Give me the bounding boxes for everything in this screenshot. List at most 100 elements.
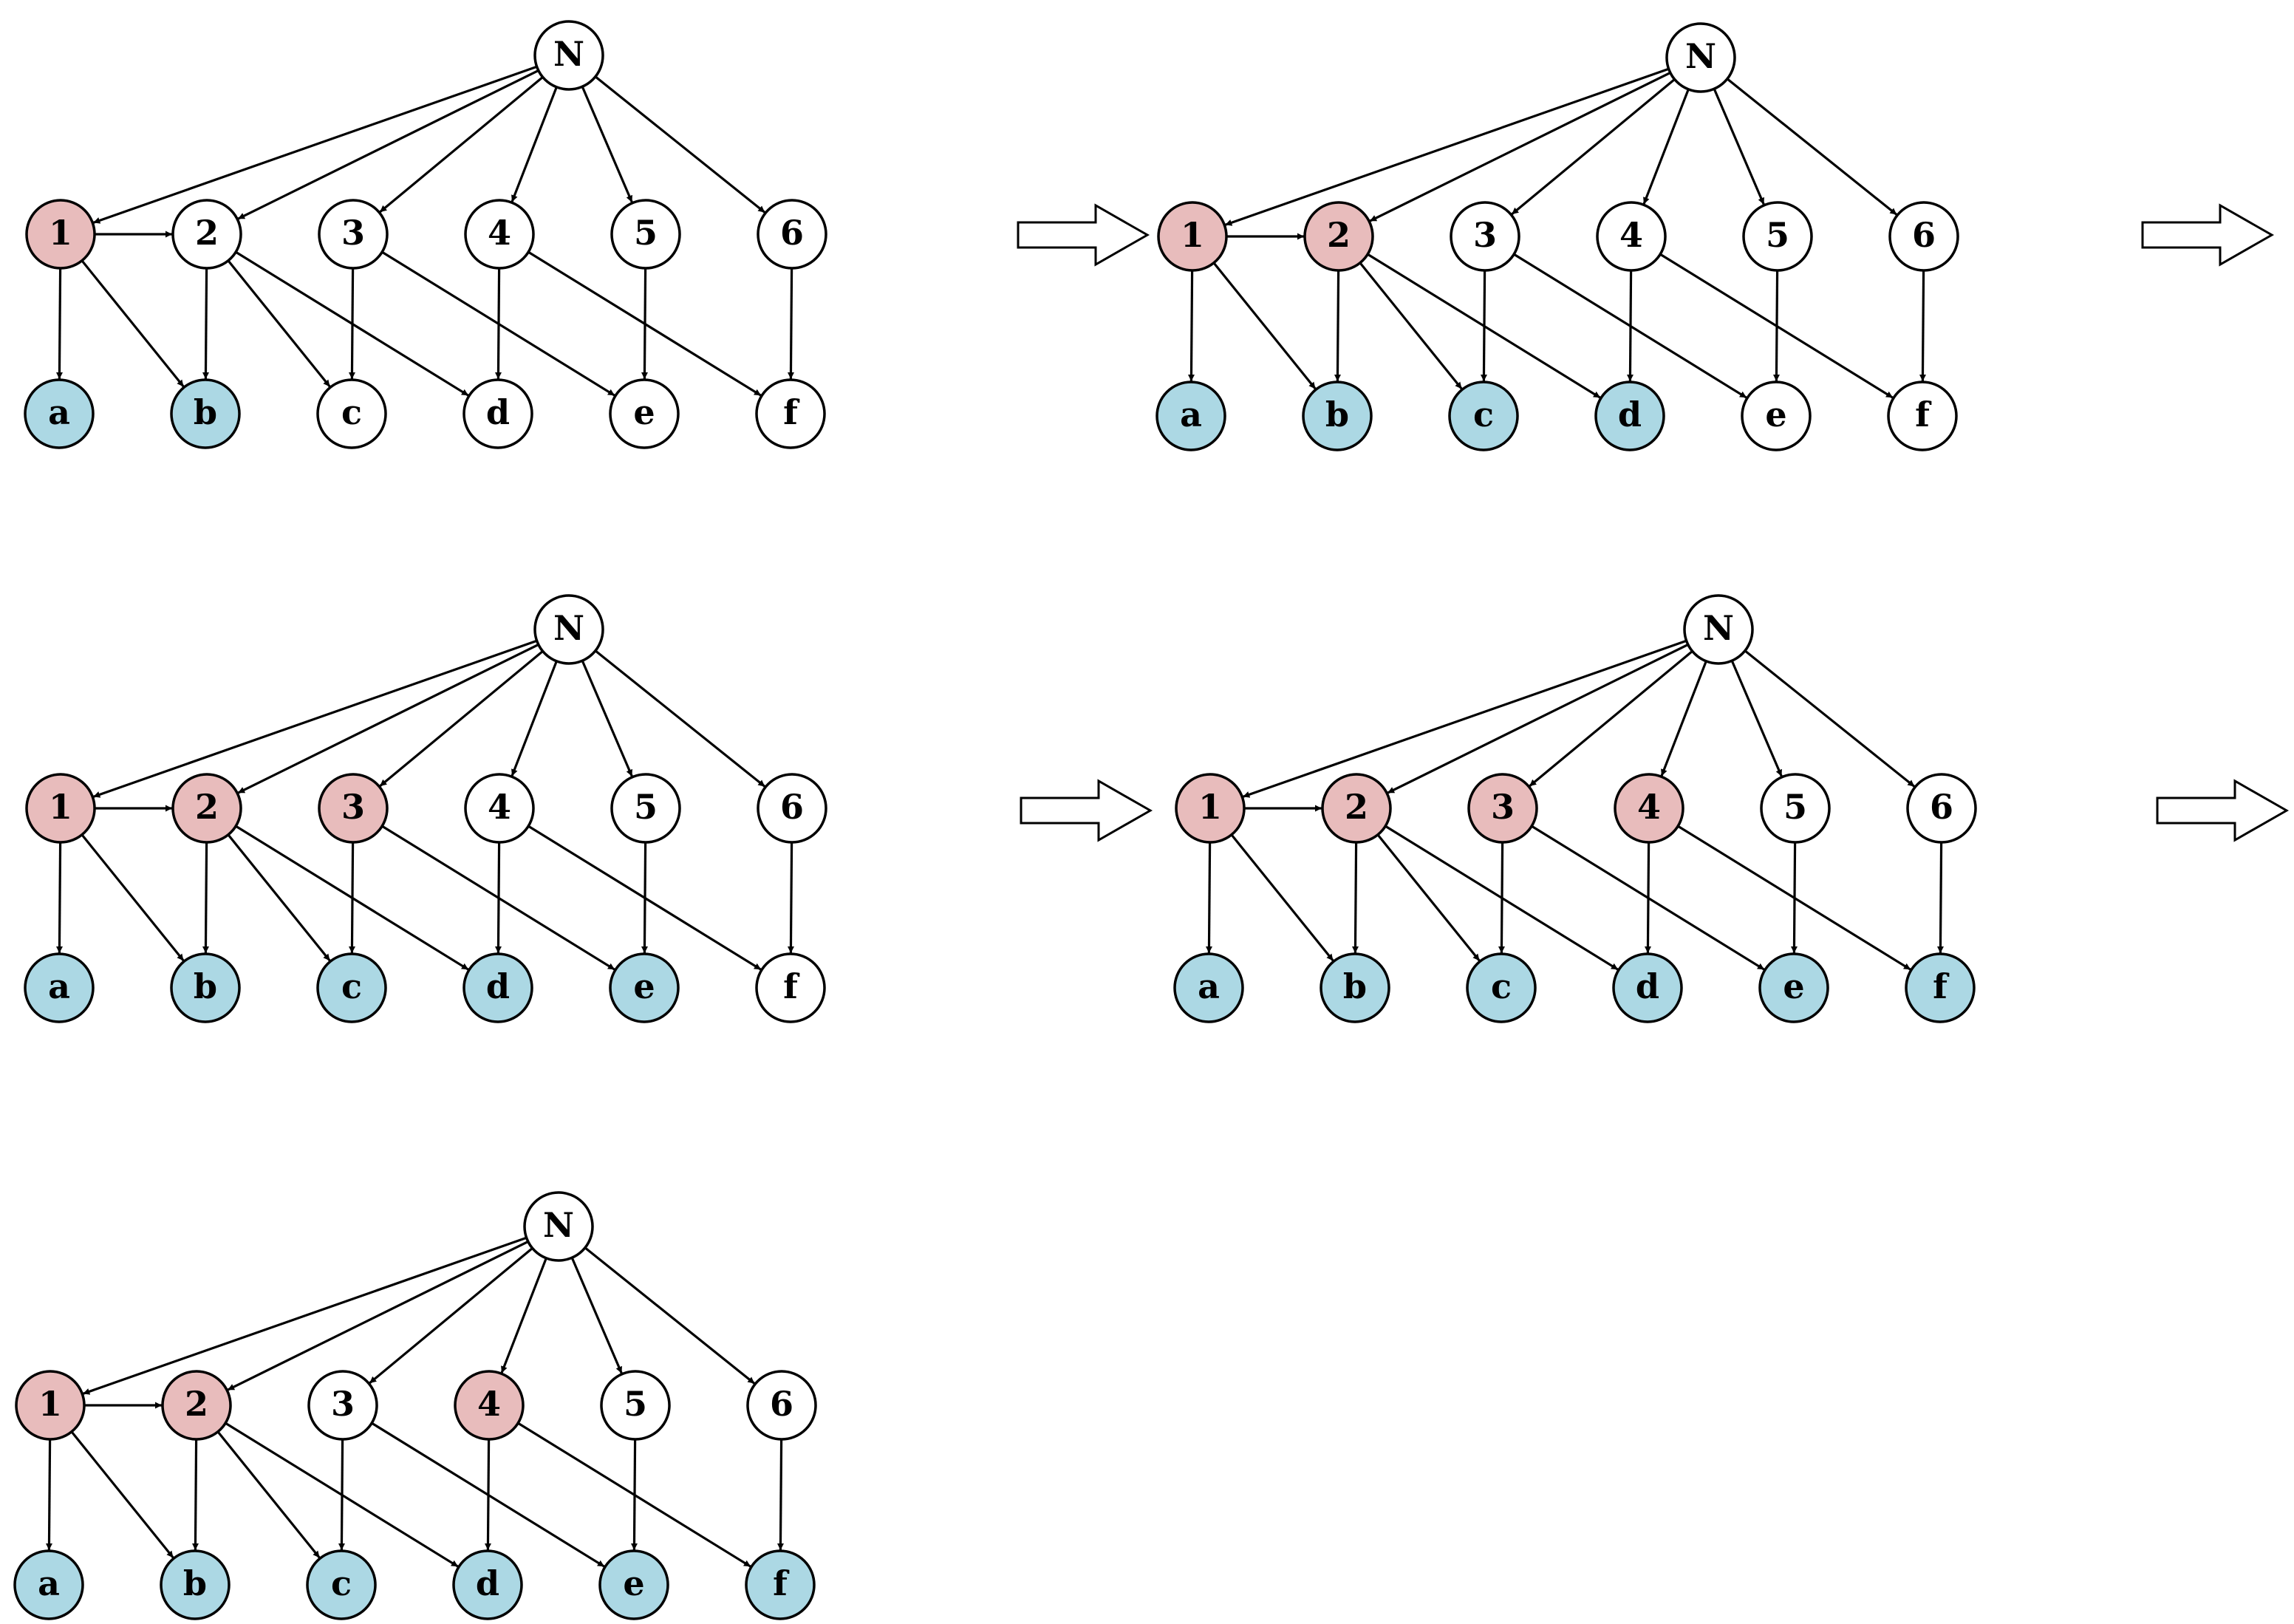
node-3: 3 — [1450, 201, 1520, 272]
edge-N-3 — [1511, 78, 1676, 216]
node-5: 5 — [610, 199, 681, 270]
node-c: c — [1448, 381, 1519, 451]
node-label: 2 — [195, 787, 219, 827]
node-label: 3 — [331, 1384, 355, 1424]
node-2: 2 — [171, 773, 242, 844]
node-label: f — [1915, 395, 1932, 434]
node-a: a — [1155, 381, 1226, 451]
edge-3-c — [338, 1439, 345, 1551]
node-label: 2 — [185, 1384, 208, 1424]
edge-N-4 — [1660, 661, 1707, 777]
edge-2-b — [1351, 842, 1359, 954]
node-a: a — [13, 1549, 84, 1620]
node-circle — [452, 1549, 523, 1620]
node-label: e — [1783, 966, 1804, 1006]
node-circle — [464, 199, 535, 270]
node-label: N — [553, 34, 584, 74]
edge-N-2 — [1369, 71, 1671, 222]
node-label: c — [1491, 966, 1512, 1006]
node-label: b — [1325, 395, 1349, 434]
edge-1-b — [81, 833, 185, 962]
edge-1-b — [81, 259, 185, 388]
node-circle — [1321, 773, 1392, 844]
edge-1-b — [1230, 833, 1334, 962]
edge-N-1 — [82, 1236, 528, 1395]
edge-N-3 — [1529, 650, 1693, 788]
node-b: b — [1320, 952, 1390, 1023]
node-b: b — [170, 952, 241, 1023]
node-label: 1 — [49, 213, 72, 253]
node-d: d — [462, 378, 533, 449]
node-label: f — [783, 392, 800, 432]
node-label: a — [1180, 395, 1202, 434]
edge-N-1 — [92, 65, 538, 224]
node-f: f — [755, 378, 826, 449]
node-circle — [1614, 773, 1684, 844]
node-N: N — [1683, 594, 1754, 665]
node-circle — [1466, 952, 1537, 1023]
node-N: N — [1665, 22, 1736, 93]
edge-N-5 — [1730, 660, 1783, 777]
node-label: N — [543, 1205, 574, 1245]
edge-N-1 — [1224, 67, 1670, 226]
node-1: 1 — [15, 1370, 86, 1441]
node-label: e — [1765, 395, 1786, 434]
edge-2-b — [202, 842, 209, 954]
node-circle — [318, 773, 389, 844]
node-label: d — [476, 1563, 499, 1603]
node-4: 4 — [1614, 773, 1684, 844]
node-f: f — [1905, 952, 1976, 1023]
node-label: d — [486, 966, 510, 1006]
node-circle — [160, 1549, 231, 1620]
node-label: d — [486, 392, 510, 432]
node-1: 1 — [1175, 773, 1246, 844]
node-circle — [25, 199, 96, 270]
edge-5-e — [641, 842, 648, 954]
edge-N-4 — [1642, 89, 1690, 205]
node-label: b — [194, 392, 217, 432]
edge-1-a — [45, 1439, 52, 1551]
node-label: 4 — [488, 787, 511, 827]
node-6: 6 — [1888, 201, 1959, 272]
node-6: 6 — [757, 773, 827, 844]
step-arrow-icon — [2156, 779, 2290, 842]
node-label: 5 — [634, 213, 658, 253]
node-label: 3 — [1491, 787, 1515, 827]
edge-6-f — [1919, 270, 1926, 382]
node-6: 6 — [746, 1370, 817, 1441]
step-arrow-icon — [1017, 203, 1150, 267]
node-4: 4 — [1596, 201, 1667, 272]
node-label: 5 — [1783, 787, 1807, 827]
node-label: 3 — [341, 787, 365, 827]
node-label: 2 — [195, 213, 219, 253]
node-e: e — [1758, 952, 1829, 1023]
node-circle — [1596, 201, 1667, 272]
node-circle — [1173, 952, 1244, 1023]
node-label: e — [633, 392, 655, 432]
node-a: a — [24, 378, 95, 449]
node-3: 3 — [318, 199, 389, 270]
node-label: N — [553, 608, 584, 648]
edge-N-1 — [92, 639, 538, 798]
node-5: 5 — [1760, 773, 1831, 844]
node-circle — [1758, 952, 1829, 1023]
node-f: f — [745, 1549, 816, 1620]
node-e: e — [1741, 381, 1812, 451]
node-b: b — [170, 378, 241, 449]
node-circle — [1450, 201, 1520, 272]
node-circle — [462, 378, 533, 449]
node-1: 1 — [25, 199, 96, 270]
node-label: 6 — [780, 787, 804, 827]
node-circle — [15, 1370, 86, 1441]
node-label: 6 — [1930, 787, 1953, 827]
node-circle — [161, 1370, 232, 1441]
edge-N-6 — [1744, 649, 1916, 788]
edge-2-b — [191, 1439, 199, 1551]
node-circle — [1320, 952, 1390, 1023]
node-circle — [316, 378, 387, 449]
node-circle — [533, 20, 604, 91]
node-circle — [1157, 201, 1228, 272]
